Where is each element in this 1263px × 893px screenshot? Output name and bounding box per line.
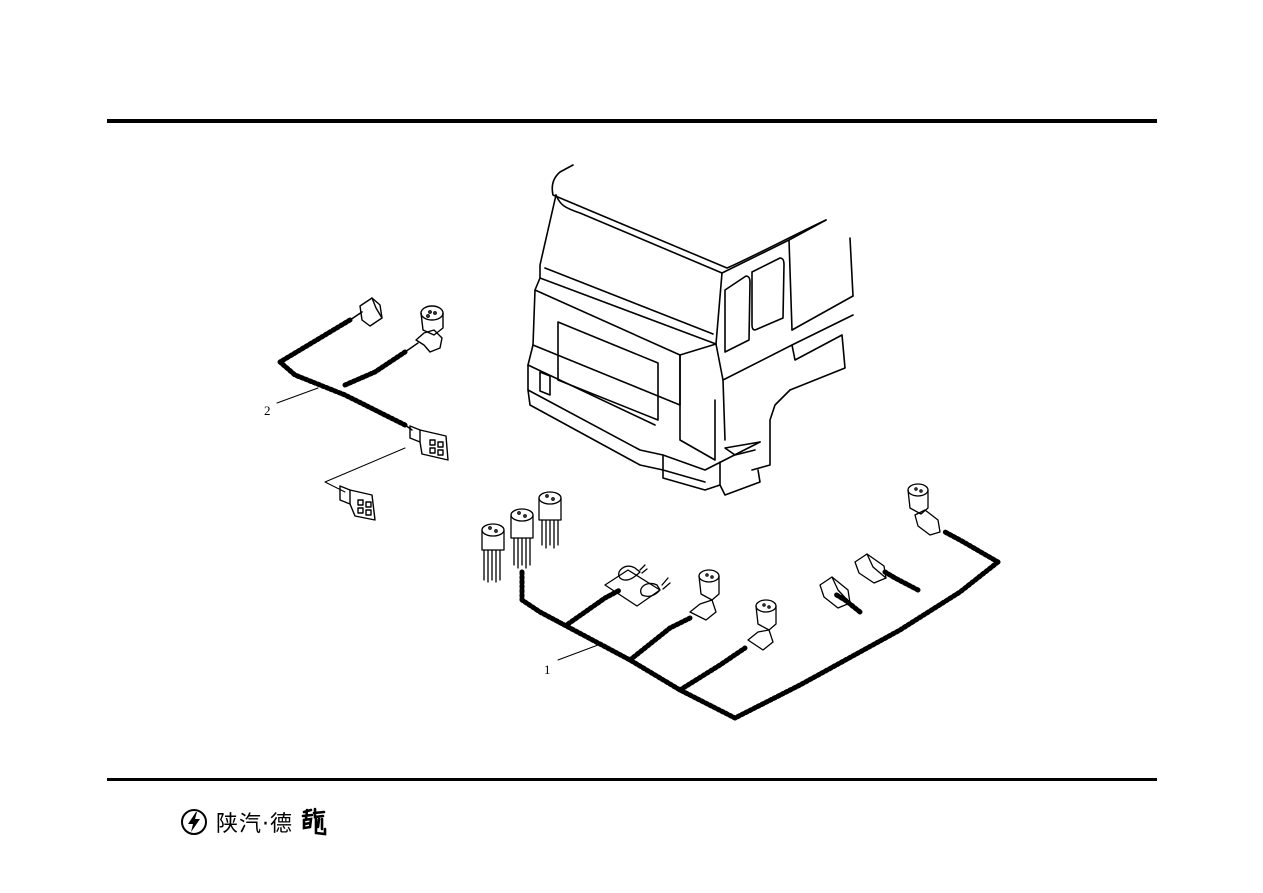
shaanxi-lightning-logo-icon bbox=[181, 809, 207, 835]
harness-1-round-connector-c bbox=[907, 483, 941, 536]
truck-cab-illustration bbox=[527, 164, 854, 496]
header-rule bbox=[107, 119, 1157, 123]
callout-1-label: 1 bbox=[544, 662, 551, 677]
harness-1-plug-connector-a bbox=[819, 576, 851, 609]
harness-2-assembly bbox=[276, 297, 449, 521]
footer-rule bbox=[107, 778, 1157, 781]
harness-2-rect-connector-a bbox=[404, 424, 449, 461]
harness-2-plug-connector bbox=[359, 297, 383, 327]
harness-2-round-connector bbox=[404, 305, 444, 353]
harness-1-multi-connector-group bbox=[481, 491, 562, 583]
callout-2-label: 2 bbox=[264, 403, 271, 418]
harness-2-rect-connector-b bbox=[339, 485, 376, 521]
brand-text: 陕汽·德 bbox=[216, 812, 293, 837]
harness-1-round-connector-a bbox=[689, 569, 720, 621]
brand-calligraphy-mark bbox=[301, 807, 327, 836]
harness-1-assembly bbox=[481, 483, 1001, 721]
harness-1-inline-fuse-connectors bbox=[604, 564, 671, 607]
footer-brand: 陕汽·德 bbox=[180, 806, 327, 838]
harness-1-plug-connector-b bbox=[854, 553, 887, 584]
harness-1-round-connector-b bbox=[747, 599, 777, 651]
